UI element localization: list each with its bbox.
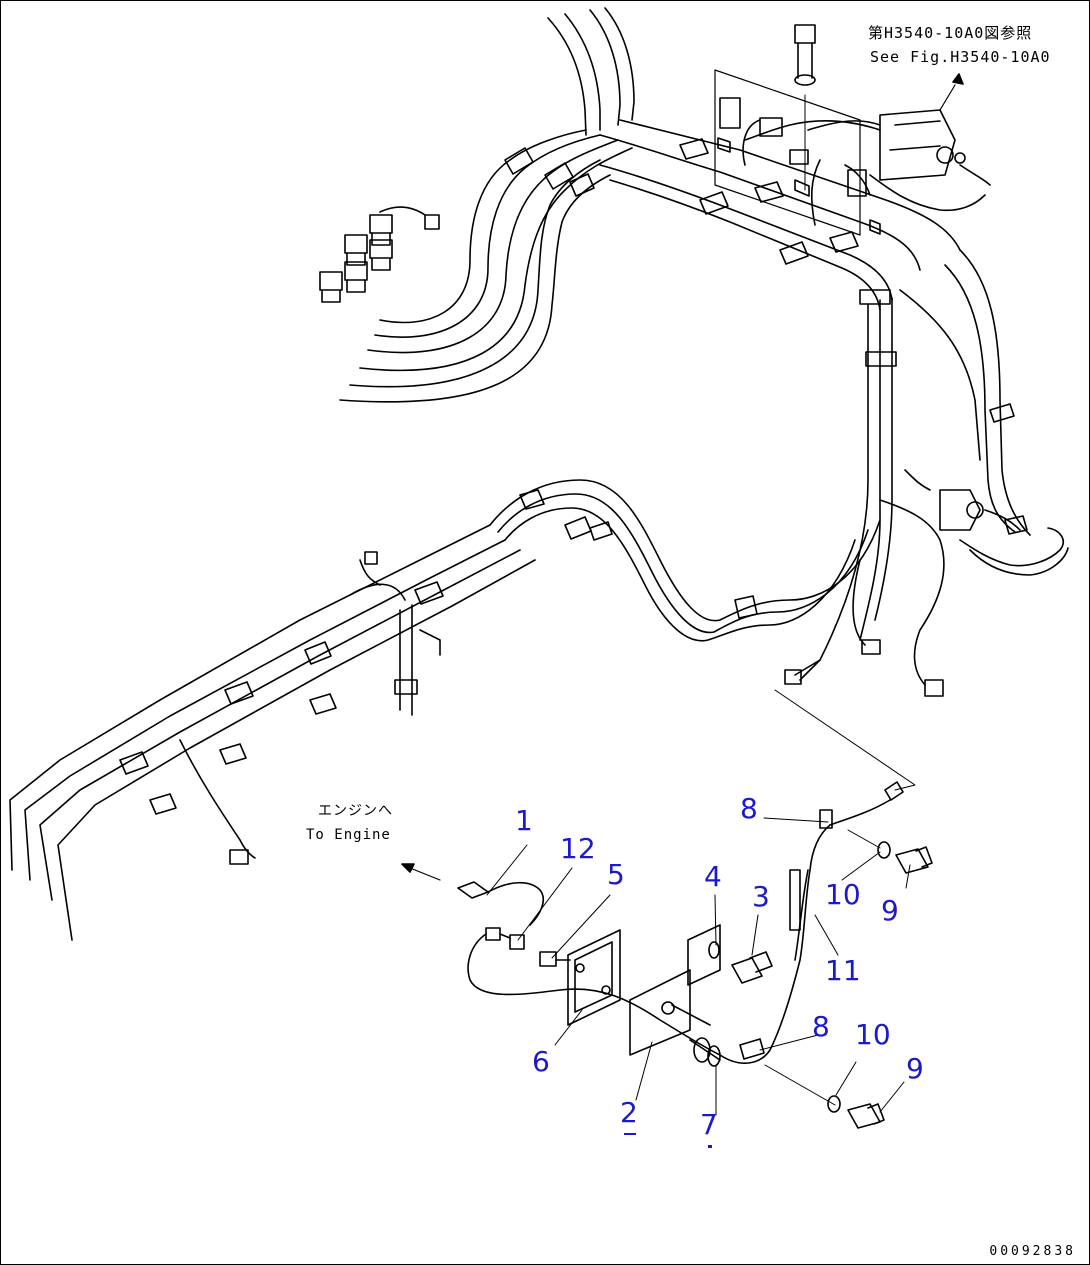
reference-note-en: See Fig.H3540-10A0 [870,48,1051,66]
callout-9-upper: 9 [881,894,899,927]
callout-11: 11 [825,954,861,987]
callout-5: 5 [607,858,625,891]
callout-8-lower: 8 [812,1010,830,1043]
callout-9-lower: 9 [906,1052,924,1085]
callout-2: 2 [620,1096,638,1129]
middle-harness [9,469,1069,941]
callout-2-mark [624,1133,636,1135]
reference-note-jp: 第H3540-10A0図参照 [868,24,1033,42]
upper-harness [319,7,1031,681]
callout-1: 1 [515,804,533,837]
drawing-id: 00092838 [989,1244,1076,1259]
callout-leaders [486,817,911,1116]
callout-10-upper: 10 [825,878,861,911]
lower-assembly [401,799,933,1129]
leader-line [774,689,916,791]
callout-7-mark [708,1145,712,1148]
callout-3: 3 [752,880,770,913]
callout-12: 12 [560,832,596,865]
callout-4: 4 [704,860,722,893]
engine-note-en: To Engine [306,827,391,843]
engine-note-jp: エンジンへ [318,803,393,819]
callout-8-upper: 8 [740,792,758,825]
callout-7: 7 [700,1108,718,1141]
callout-6: 6 [532,1045,550,1078]
callout-10-lower: 10 [855,1018,891,1051]
